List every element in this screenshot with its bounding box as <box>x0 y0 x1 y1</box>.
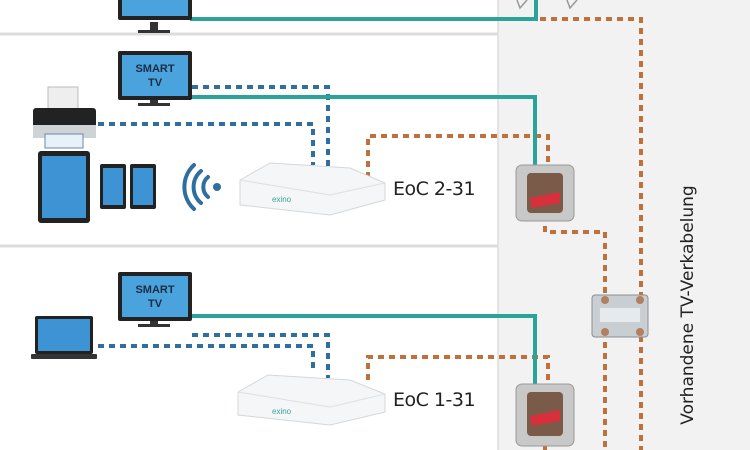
existing-cabling-area <box>498 0 750 450</box>
wifi-icon <box>182 163 221 211</box>
cabling-label: Vorhandene TV-Verkabelung <box>678 185 698 425</box>
smartphone-icon <box>130 164 156 209</box>
lan-lines <box>98 85 330 378</box>
smart-tv-top <box>118 0 192 33</box>
antenna-socket-icon <box>516 0 578 10</box>
smart-tv-icon <box>118 51 192 106</box>
tablet-icon <box>38 151 90 223</box>
eoc-adapter-1-31: exino <box>237 374 386 426</box>
router-brand: exino <box>272 407 292 416</box>
tv-coax-lines <box>190 0 538 405</box>
adapter-label-eoc-2-31: EoC 2-31 <box>393 178 476 200</box>
antenna-socket-icon <box>515 383 575 447</box>
router-brand: exino <box>272 195 292 204</box>
smart-tv-label: SMART TV <box>119 62 191 90</box>
smart-tv-label: SMART TV <box>119 283 191 311</box>
smart-tv-icon <box>118 272 192 327</box>
tv-label-line2: TV <box>147 77 163 89</box>
tv-splitter-icon <box>591 294 649 338</box>
laptop-icon <box>31 316 97 359</box>
tv-label-line1: SMART <box>135 284 175 296</box>
tv-label-line2: TV <box>147 298 163 310</box>
antenna-socket-icon <box>515 164 575 222</box>
rooms-area <box>0 0 498 450</box>
eoc-adapter-2-31: exino <box>239 162 386 216</box>
tv-label-line1: SMART <box>135 63 175 75</box>
adapter-label-eoc-1-31: EoC 1-31 <box>393 389 476 411</box>
smartphone-icon <box>100 164 126 209</box>
printer-icon <box>33 86 96 149</box>
